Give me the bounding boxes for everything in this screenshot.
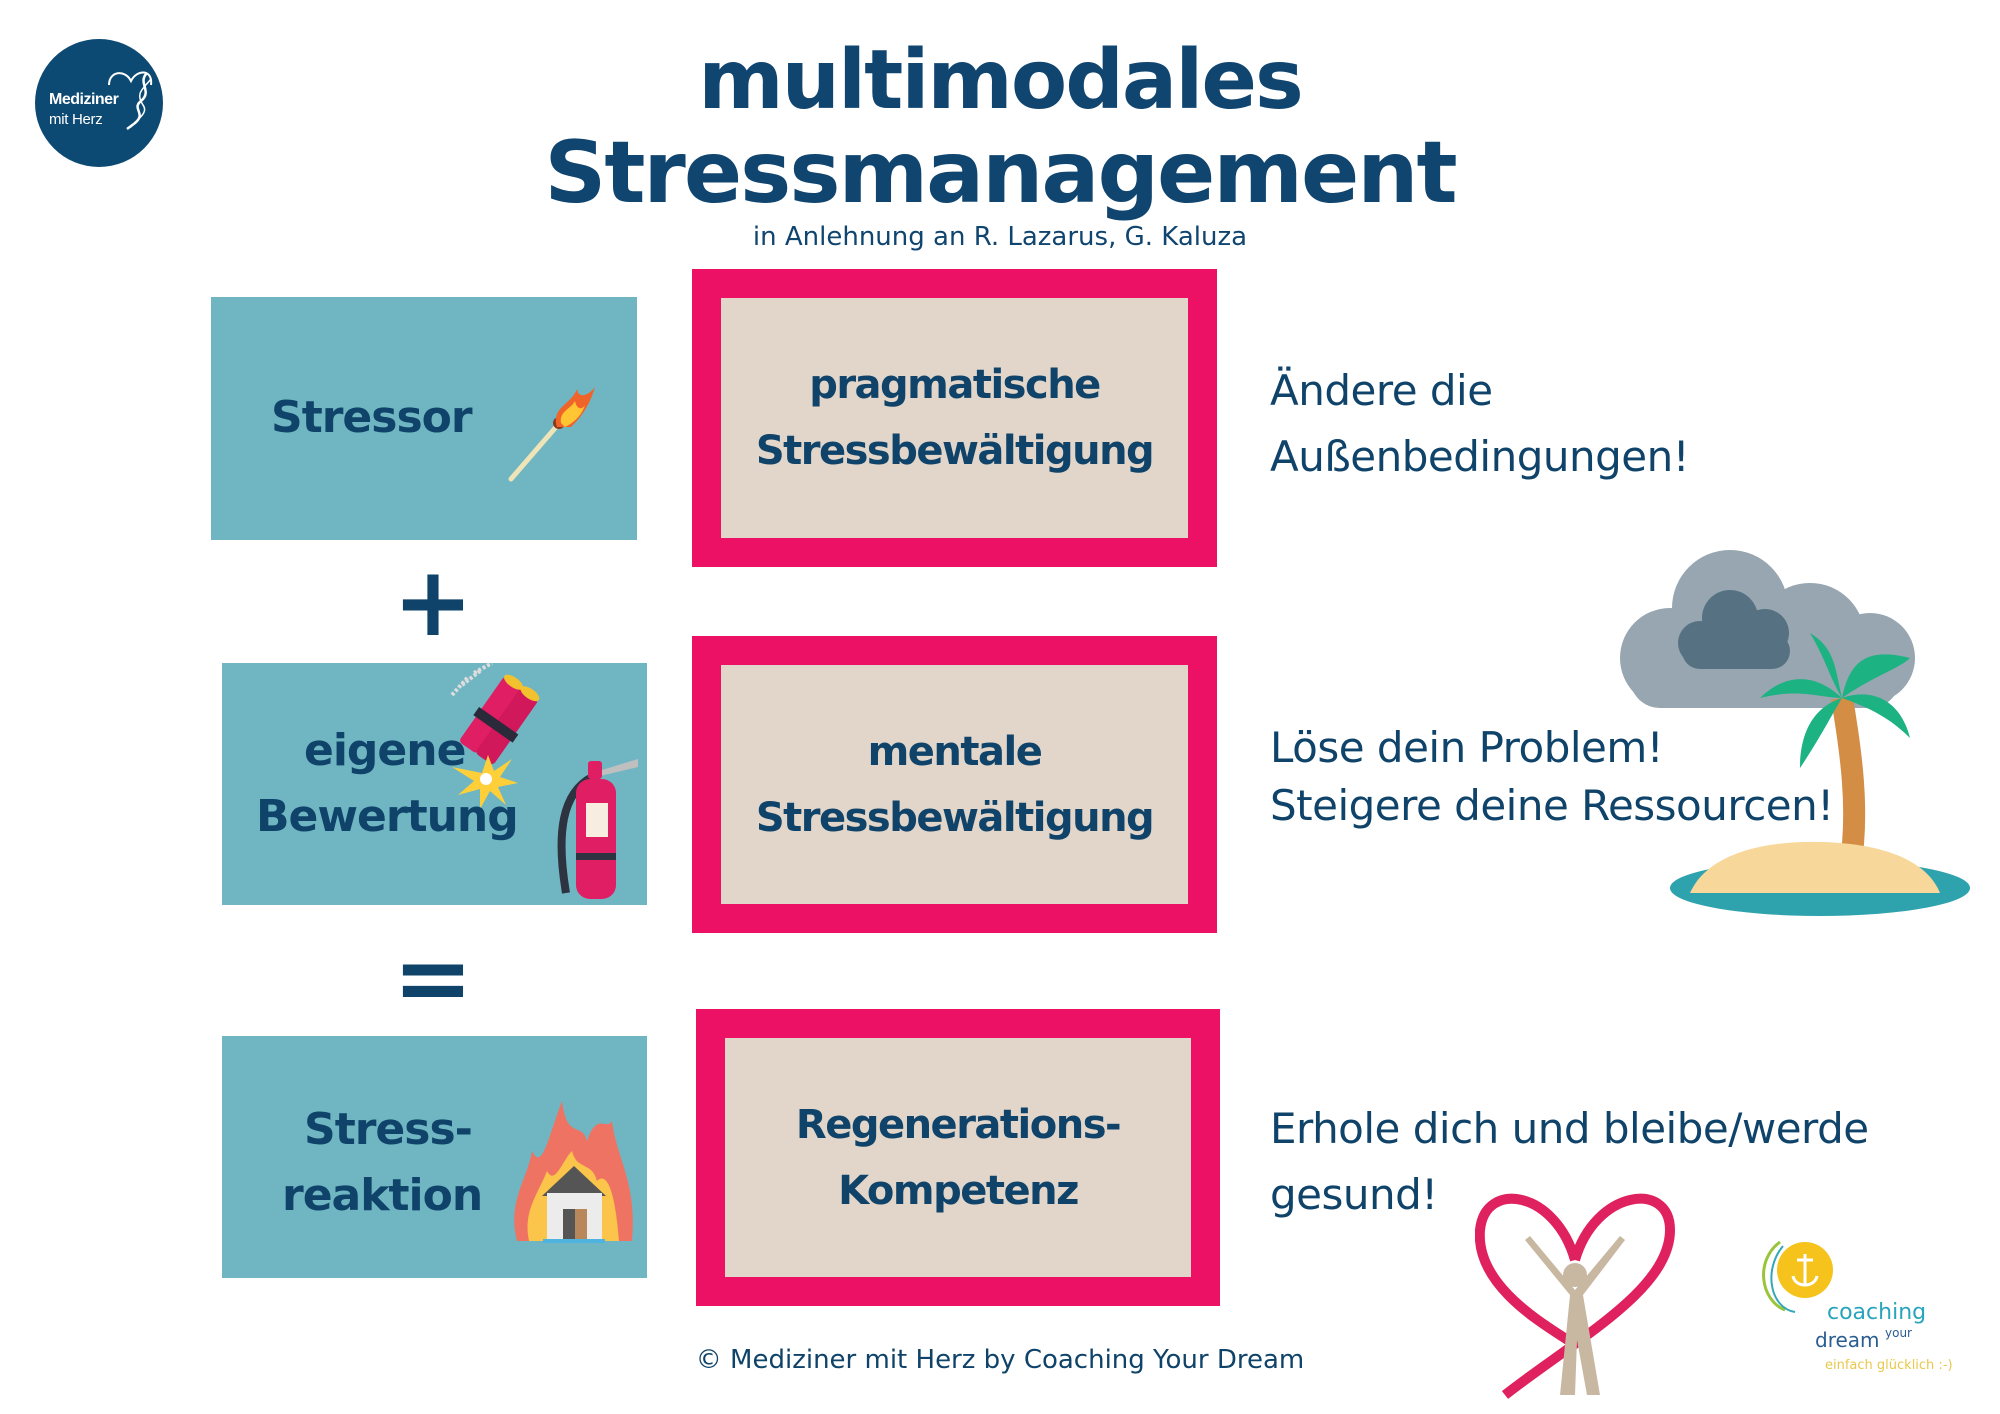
bewertung-label-line1: eigene	[304, 725, 466, 776]
page-title-line1: multimodales	[698, 33, 1304, 128]
strategy-label-line2: Stressbewältigung	[755, 794, 1155, 841]
strategy-label-line1: Regenerations-	[795, 1101, 1122, 1148]
dynamite-explosion-icon	[450, 663, 540, 809]
advice-line2: Steigere deine Ressourcen!	[1270, 781, 1834, 830]
strategy-label-line1: mentale	[867, 728, 1043, 775]
page-subtitle: in Anlehnung an R. Lazarus, G. Kaluza	[752, 222, 1248, 252]
coaching-logo-word2: your	[1885, 1326, 1912, 1340]
logo-text-line1: Mediziner	[49, 91, 119, 108]
strategy-box-regeneration: Regenerations- Kompetenz	[696, 1009, 1220, 1306]
advice-regeneration: Erhole dich und bleibe/werde gesund!	[1270, 1096, 1869, 1228]
equals-symbol: =	[392, 922, 474, 1034]
bewertung-label-line2: Bewertung	[256, 791, 519, 842]
heart-person-icon	[1475, 1193, 1675, 1399]
page-title-line2: Stressmanagement	[544, 123, 1457, 223]
storm-island-icon	[1620, 550, 1970, 916]
strategy-box-pragmatisch: pragmatische Stressbewältigung	[692, 269, 1217, 567]
advice-line1: Löse dein Problem!	[1270, 723, 1664, 772]
coaching-logo-word3: dream	[1815, 1328, 1880, 1352]
stressreaktion-box: Stress- reaktion	[222, 1036, 647, 1278]
strategy-box-mental: mentale Stressbewältigung	[692, 636, 1217, 933]
coaching-your-dream-logo: coaching dream your einfach glücklich :-…	[1755, 1230, 1995, 1410]
advice-mental: Löse dein Problem! Steigere deine Ressou…	[1270, 719, 1834, 835]
strategy-box-inner: pragmatische Stressbewältigung	[721, 298, 1188, 538]
advice-line2: gesund!	[1270, 1170, 1438, 1219]
stressor-label: Stressor	[271, 392, 473, 443]
fire-extinguisher-icon	[557, 759, 638, 899]
strategy-label-line1: pragmatische	[809, 362, 1101, 408]
advice-line1: Erhole dich und bleibe/werde	[1270, 1104, 1869, 1153]
anchor-sun-icon	[1762, 1240, 1833, 1313]
coaching-logo-tagline: einfach glücklich :-)	[1825, 1358, 1953, 1373]
plus-symbol: +	[392, 546, 474, 658]
strategy-box-inner: Regenerations- Kompetenz	[725, 1038, 1191, 1277]
strategy-label-line2: Stressbewältigung	[755, 428, 1155, 474]
strategy-label-line2: Kompetenz	[838, 1167, 1079, 1214]
bewertung-box: eigene Bewertung	[222, 663, 647, 905]
advice-pragmatisch: Ändere die Außenbedingungen!	[1270, 358, 1690, 490]
advice-line2: Außenbedingungen!	[1270, 432, 1690, 481]
stressreaktion-label-line1: Stress-	[304, 1104, 473, 1155]
footer-copyright: © Mediziner mit Herz by Coaching Your Dr…	[695, 1345, 1305, 1375]
strategy-box-inner: mentale Stressbewältigung	[721, 665, 1188, 904]
advice-line1: Ändere die	[1270, 366, 1493, 415]
heart-caduceus-icon	[108, 71, 153, 130]
stressor-box: Stressor	[211, 297, 637, 540]
burning-match-icon	[508, 387, 595, 482]
burning-house-icon	[514, 1101, 633, 1243]
stressreaktion-label-line2: reaktion	[282, 1170, 483, 1221]
coaching-logo-word1: coaching	[1827, 1300, 1927, 1325]
logo-text-line2: mit Herz	[49, 111, 103, 128]
mediziner-mit-herz-logo: Mediziner mit Herz	[35, 39, 163, 167]
